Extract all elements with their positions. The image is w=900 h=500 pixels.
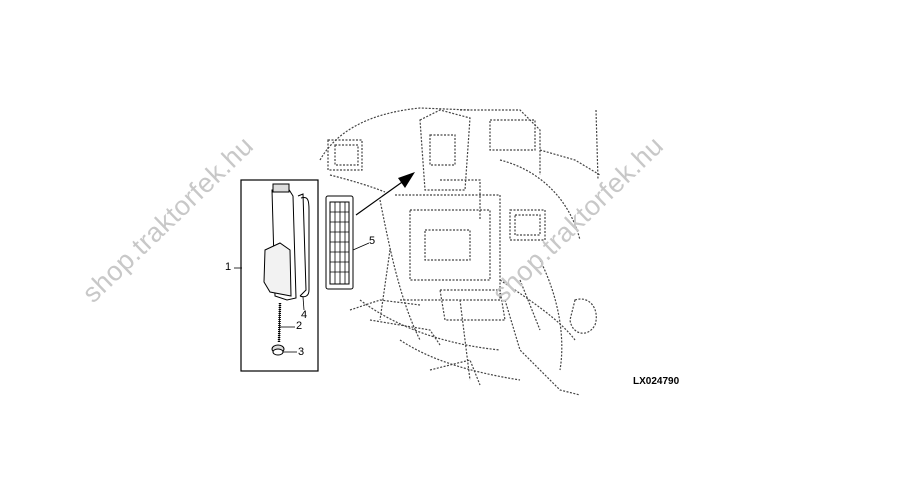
callout-2: 2 [296, 320, 303, 332]
callout-1: 1 [225, 261, 232, 273]
callout-5: 5 [369, 235, 376, 247]
tractor-outline [319, 107, 601, 396]
callout-4: 4 [301, 309, 308, 321]
bolt [277, 302, 282, 343]
direction-arrow [355, 172, 415, 216]
air-intake-assembly [263, 183, 310, 301]
figure-id: LX024790 [633, 376, 680, 387]
leader-lines [234, 242, 370, 353]
filter-element [325, 195, 354, 290]
callout-3: 3 [298, 346, 305, 358]
nut [271, 344, 285, 356]
